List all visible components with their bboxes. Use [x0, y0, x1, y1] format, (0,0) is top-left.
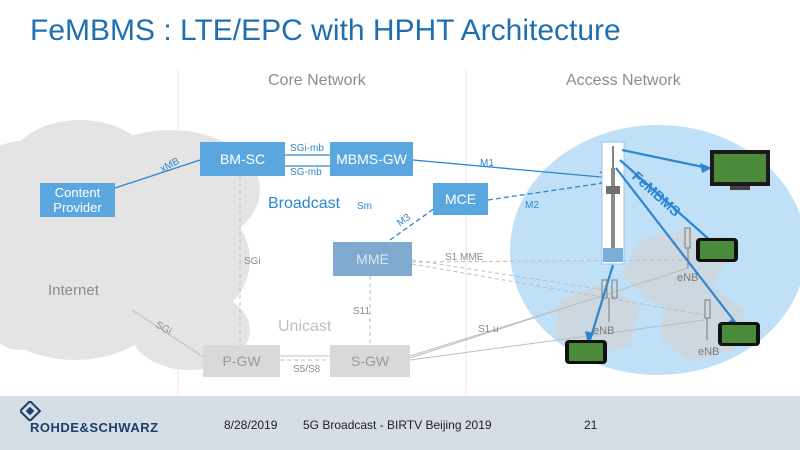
company-logo-text: ROHDE&SCHWARZ: [30, 420, 159, 435]
mbms-gw-node: MBMS-GW: [330, 142, 413, 176]
access-network-label: Access Network: [566, 72, 681, 89]
footer-date: 8/28/2019: [224, 418, 278, 432]
enb-label: eNB: [698, 346, 720, 358]
sgw-node: S-GW: [330, 345, 410, 377]
content-provider-node: Content Provider: [40, 183, 115, 217]
s1-mme-label: S1 MME: [445, 252, 484, 263]
enb-label: eNB: [677, 272, 699, 284]
antenna-mast-icons: [601, 227, 711, 340]
s1-u-label: S1 u: [478, 324, 499, 335]
phone-screen-icon: [718, 322, 760, 346]
mme-node: MME: [333, 242, 412, 276]
gray-links: [131, 176, 706, 361]
tv-screen-icon: [710, 150, 770, 190]
fembms-rays: [588, 148, 739, 341]
footer-bar: 8/28/2019 5G Broadcast - BIRTV Beijing 2…: [0, 396, 800, 450]
core-network-label: Core Network: [268, 72, 366, 89]
s5-s8-label: S5/S8: [293, 364, 321, 375]
sg-mb-label: SG-mb: [290, 167, 322, 178]
m2-label: M2: [525, 200, 539, 211]
phone-screen-icon: [565, 340, 607, 364]
s11-label: S11: [353, 306, 371, 317]
broadcast-label: Broadcast: [268, 195, 341, 212]
m1-label: M1: [480, 158, 494, 169]
mce-node: MCE: [433, 183, 488, 215]
sgi-mb-label: SGi-mb: [290, 143, 324, 154]
pgw-node: P-GW: [203, 345, 280, 377]
sm-label: Sm: [357, 201, 372, 212]
slide-title: FeMBMS : LTE/EPC with HPHT Architecture: [30, 14, 621, 47]
footer-event: 5G Broadcast - BIRTV Beijing 2019: [303, 418, 492, 432]
bmsc-node: BM-SC: [200, 142, 285, 176]
enb-label: eNB: [593, 325, 615, 337]
rohde-schwarz-logo-icon: [20, 401, 42, 421]
sgi-vertical-label: SGi: [244, 256, 261, 267]
footer-page-number: 21: [584, 418, 598, 432]
internet-label: Internet: [48, 282, 99, 299]
unicast-label: Unicast: [278, 318, 332, 335]
phone-screen-icon: [696, 238, 738, 262]
blue-links: [114, 154, 613, 241]
